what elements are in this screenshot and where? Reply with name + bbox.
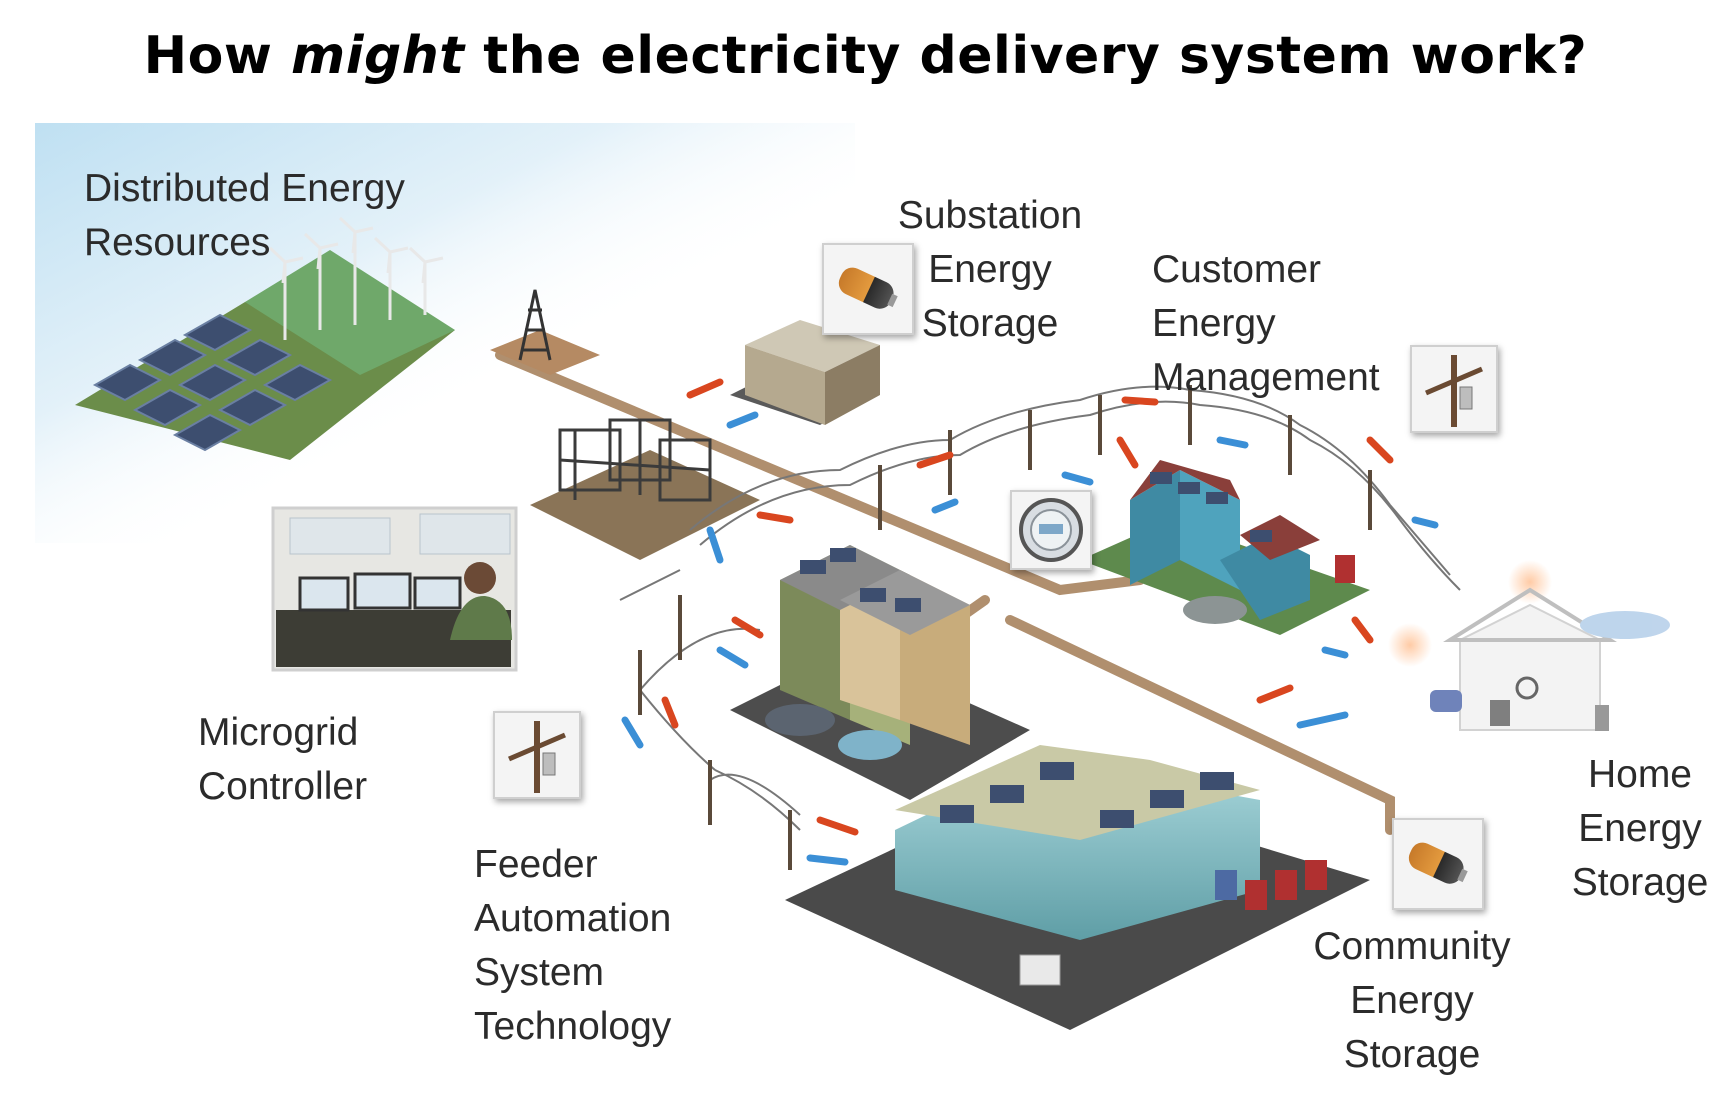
customer-house bbox=[1080, 460, 1370, 635]
solar-panel-icon bbox=[92, 313, 333, 452]
label-line: Community bbox=[1313, 925, 1511, 968]
label-line: Energy bbox=[1578, 807, 1702, 850]
battery-icon bbox=[1408, 842, 1468, 884]
distributed-energy-site bbox=[75, 216, 455, 460]
overhead-power-lines bbox=[619, 385, 1461, 831]
feeder-pole-callout bbox=[493, 711, 581, 799]
label-line: Automation bbox=[474, 897, 672, 940]
home-storage-house bbox=[1388, 560, 1670, 731]
label-line: Substation bbox=[897, 194, 1083, 237]
label-line: System bbox=[474, 951, 605, 994]
substation bbox=[530, 418, 760, 560]
label-line: Storage bbox=[1343, 1033, 1481, 1076]
label-line: Energy bbox=[1152, 302, 1276, 345]
substation-storage-building bbox=[730, 320, 880, 425]
label-line: Microgrid bbox=[198, 711, 359, 754]
label-microgrid-controller: Microgrid Controller bbox=[198, 706, 367, 814]
commercial-building bbox=[785, 745, 1370, 1030]
title-emphasis: might bbox=[291, 26, 465, 86]
solar-panel-icon bbox=[1150, 472, 1272, 542]
label-customer-energy-management: Customer Energy Management bbox=[1152, 243, 1380, 405]
utility-pole-icon bbox=[508, 721, 566, 793]
title-text-start: How bbox=[143, 26, 292, 86]
label-line: Home bbox=[1587, 753, 1693, 796]
title-text-end: the electricity delivery system work? bbox=[464, 26, 1588, 86]
community-battery-callout bbox=[1392, 818, 1484, 910]
battery-bank bbox=[1215, 860, 1327, 910]
label-line: Controller bbox=[198, 765, 368, 808]
battery-icon bbox=[838, 267, 898, 309]
smart-meter-icon bbox=[1019, 498, 1083, 562]
apartment-buildings bbox=[730, 545, 1030, 800]
label-community-energy-storage: Community Energy Storage bbox=[1302, 920, 1522, 1082]
page-title: How might the electricity delivery syste… bbox=[0, 26, 1731, 86]
solar-panel-icon bbox=[940, 762, 1234, 828]
smart-meter-callout bbox=[1010, 490, 1092, 570]
label-line: Feeder bbox=[474, 843, 598, 886]
label-line: Energy bbox=[928, 248, 1052, 291]
label-substation-energy-storage: Substation Energy Storage bbox=[890, 189, 1090, 351]
label-line: Resources bbox=[84, 221, 271, 264]
label-line: Storage bbox=[921, 302, 1059, 345]
transmission-tower-icon bbox=[490, 289, 600, 375]
label-line: Energy bbox=[1350, 979, 1474, 1022]
utility-poles bbox=[638, 385, 1372, 870]
substation-battery-callout bbox=[822, 243, 914, 335]
power-flow-arrows bbox=[621, 378, 1439, 866]
label-line: Technology bbox=[474, 1005, 672, 1048]
label-home-energy-storage: Home Energy Storage bbox=[1560, 748, 1720, 910]
control-room-photo bbox=[271, 506, 518, 672]
utility-pole-icon bbox=[1425, 355, 1483, 427]
label-line: Management bbox=[1152, 356, 1380, 399]
label-feeder-automation: Feeder Automation System Technology bbox=[474, 838, 671, 1054]
label-line: Distributed Energy bbox=[84, 167, 405, 210]
solar-panel-icon bbox=[800, 548, 921, 612]
wind-turbine-icon bbox=[268, 216, 444, 340]
customer-pole-callout bbox=[1410, 345, 1498, 433]
label-distributed-energy-resources: Distributed Energy Resources bbox=[84, 162, 405, 270]
label-line: Storage bbox=[1571, 861, 1709, 904]
label-line: Customer bbox=[1152, 248, 1322, 291]
